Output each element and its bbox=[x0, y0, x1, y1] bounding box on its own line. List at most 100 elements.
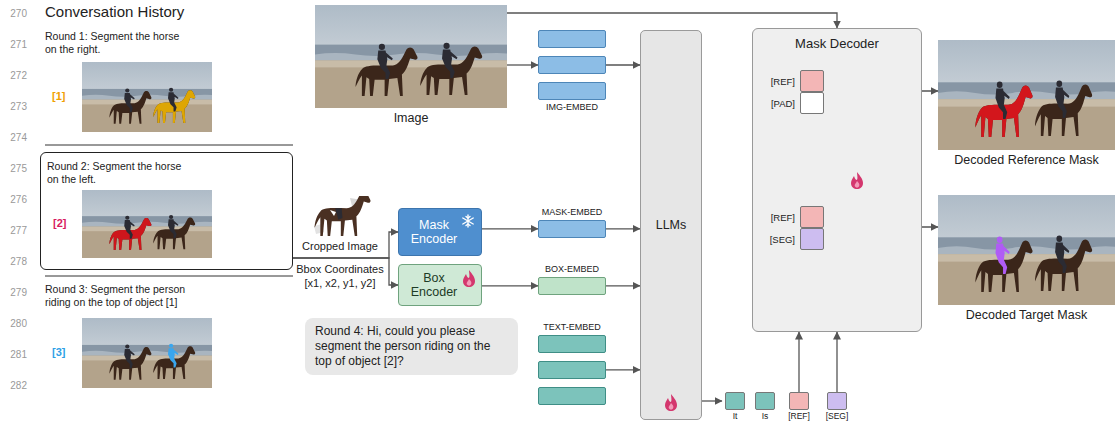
illustration-shape bbox=[1056, 235, 1062, 241]
token-square bbox=[800, 228, 824, 250]
illustration-shape bbox=[442, 49, 457, 78]
embedding-bar bbox=[538, 30, 606, 48]
illustration-shape bbox=[463, 218, 473, 224]
selected-round-box: Round 2: Segment the horse on the left.[… bbox=[40, 152, 293, 270]
token-square bbox=[800, 206, 824, 228]
illustration-shape bbox=[124, 344, 134, 368]
illustration-shape bbox=[995, 82, 1009, 120]
label-slot: 278 bbox=[0, 256, 27, 267]
section-heading: Conversation History bbox=[45, 3, 184, 20]
illustration-shape bbox=[379, 44, 385, 50]
label-slot: 275 bbox=[0, 163, 27, 174]
line-number: 277 bbox=[0, 225, 27, 236]
illustration-shape bbox=[109, 218, 151, 250]
illustration-shape bbox=[82, 100, 212, 105]
illustration-shape bbox=[1055, 235, 1069, 273]
round-prompt: Round 1: Segment the horse on the right. bbox=[45, 30, 190, 55]
flow-arrow bbox=[606, 285, 640, 286]
flow-arrow bbox=[606, 64, 640, 65]
illustration-shape bbox=[153, 90, 195, 123]
embedding-bar bbox=[538, 277, 606, 295]
image-area bbox=[938, 40, 1115, 150]
token-label: [REF] bbox=[767, 76, 795, 87]
illustration bbox=[82, 62, 219, 132]
embedding-bar bbox=[538, 56, 606, 74]
token-square bbox=[755, 392, 775, 410]
illustration-shape bbox=[153, 346, 195, 379]
embedding-stack: MASK-EMBED bbox=[538, 205, 606, 238]
flow-arrow bbox=[482, 228, 538, 229]
illustration-shape bbox=[125, 88, 129, 92]
illustration-shape bbox=[356, 48, 418, 96]
embedding-bar bbox=[538, 387, 606, 405]
flow-arrow bbox=[482, 285, 538, 286]
encoder-box: Box Encoder bbox=[398, 264, 482, 306]
label-slot: 282 bbox=[0, 380, 27, 391]
illustration-shape bbox=[855, 181, 860, 188]
illustration-shape bbox=[169, 344, 173, 348]
illustration-shape bbox=[124, 88, 134, 112]
illustration-shape bbox=[467, 279, 472, 286]
illustration-shape bbox=[997, 82, 1003, 88]
illustration-shape bbox=[168, 348, 178, 367]
illustration-shape bbox=[82, 227, 212, 232]
embedding-bars bbox=[538, 335, 606, 405]
illustration-shape bbox=[124, 220, 134, 239]
token-square bbox=[800, 92, 824, 114]
embedding-label: BOX-EMBED bbox=[538, 264, 606, 275]
trainable-icon bbox=[463, 270, 475, 287]
illustration-shape bbox=[109, 347, 151, 380]
line-number: 281 bbox=[0, 349, 27, 360]
label-slot: 279 bbox=[0, 287, 27, 298]
token-square bbox=[800, 70, 824, 92]
illustration-shape bbox=[1035, 239, 1092, 291]
embedding-stack: IMG-EMBED bbox=[538, 30, 606, 115]
label-slot: [x1, x2, y1, y2] bbox=[290, 277, 390, 290]
illustration bbox=[938, 195, 1120, 305]
illustration-shape bbox=[315, 60, 507, 67]
input-caption: Bbox Coordinates bbox=[290, 263, 390, 276]
callout-number: [1] bbox=[52, 90, 65, 102]
image-caption: Decoded Reference Mask bbox=[938, 153, 1115, 167]
user-query-bubble: Round 4: Hi, could you please segment th… bbox=[305, 318, 518, 375]
illustration-shape bbox=[335, 208, 342, 219]
flow-arrow bbox=[702, 400, 722, 401]
illustration-shape bbox=[168, 215, 178, 238]
module-label: Mask Encoder bbox=[407, 218, 461, 247]
label-slot: [1] bbox=[52, 90, 65, 102]
illustration-shape bbox=[669, 403, 674, 410]
decoder-token: [PAD] bbox=[767, 92, 824, 114]
illustration-shape bbox=[315, 192, 371, 236]
illustration-shape bbox=[975, 240, 1032, 292]
label-slot: Conversation History bbox=[45, 3, 184, 20]
illustration-shape bbox=[125, 344, 129, 348]
module-label: Box Encoder bbox=[407, 271, 461, 300]
line-number: 278 bbox=[0, 256, 27, 267]
illustration-shape bbox=[997, 237, 1003, 243]
label-slot: 281 bbox=[0, 349, 27, 360]
illustration-shape bbox=[995, 89, 1009, 119]
illustration-shape bbox=[168, 88, 178, 112]
illustration-shape bbox=[975, 85, 1032, 137]
image-area bbox=[315, 5, 507, 108]
label-slot: 280 bbox=[0, 318, 27, 329]
label-slot: Cropped Image bbox=[290, 240, 390, 253]
illustration-shape bbox=[153, 217, 195, 249]
illustration-shape bbox=[975, 240, 1032, 292]
label-slot: 274 bbox=[0, 132, 27, 143]
output-token: [REF] bbox=[782, 392, 816, 421]
illustration-shape bbox=[109, 91, 151, 124]
illustration-shape bbox=[153, 90, 195, 123]
trainable-icon bbox=[665, 394, 677, 411]
embedding-stack: BOX-EMBED bbox=[538, 262, 606, 295]
illustration-shape bbox=[153, 90, 195, 123]
image-area bbox=[938, 195, 1115, 305]
illustration-shape bbox=[1055, 242, 1069, 272]
label-slot: 270 bbox=[0, 8, 27, 19]
illustration-shape bbox=[443, 43, 449, 49]
label-slot: Bbox Coordinates bbox=[290, 263, 390, 276]
illustration-shape bbox=[124, 93, 134, 112]
illustration-shape bbox=[420, 47, 482, 95]
illustration-shape bbox=[466, 217, 470, 226]
